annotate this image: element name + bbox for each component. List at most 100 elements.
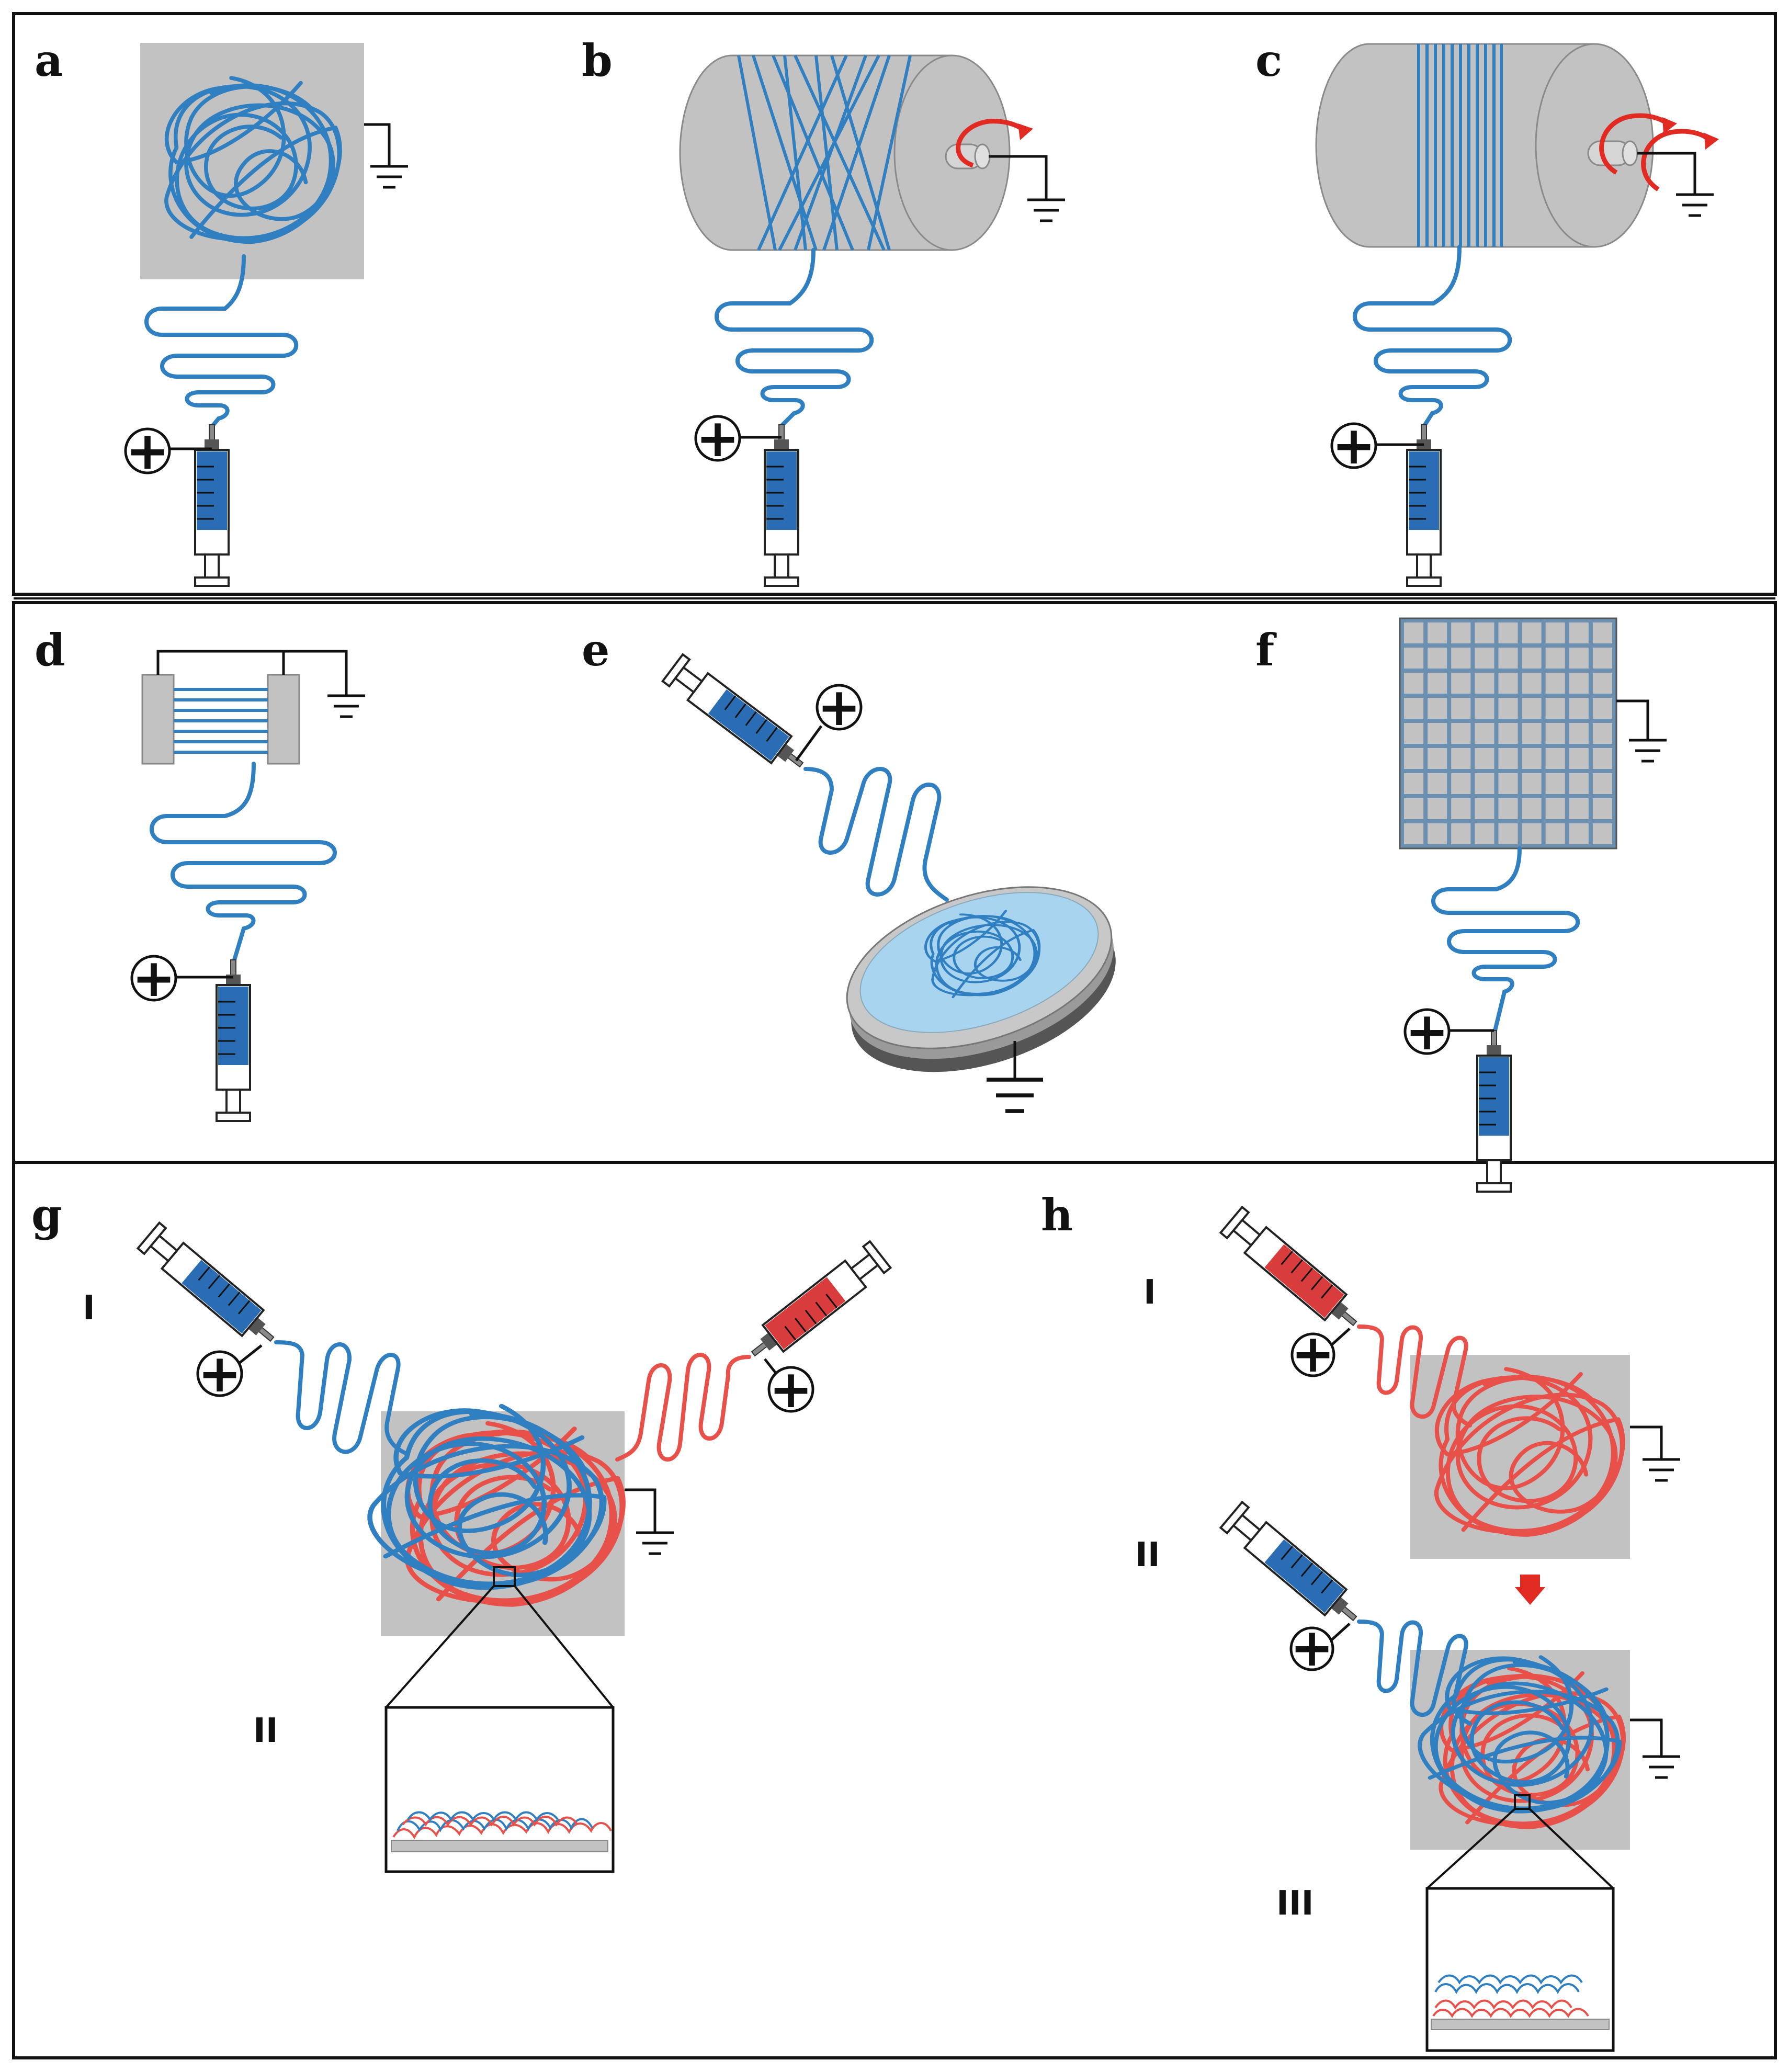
grid-cell [1428, 748, 1447, 769]
grid-cell [1428, 673, 1447, 694]
rotation-arrow-2 [1641, 129, 1712, 191]
grid-cell [1451, 823, 1471, 844]
grid-cell [1498, 698, 1518, 719]
positive-electrode-h1: + [1290, 1323, 1351, 1384]
grid-cell [1545, 698, 1565, 719]
grid-cell [1522, 648, 1542, 669]
step-label-h-3: III [1276, 1884, 1314, 1923]
grid-cell [1475, 773, 1494, 794]
grid-cell [1498, 798, 1518, 819]
plus-sign: + [769, 1358, 813, 1420]
grid-cell [1545, 798, 1565, 819]
plus-sign: + [126, 420, 169, 481]
positive-electrode-b: + [694, 407, 782, 469]
panel-e: e + [582, 624, 1116, 1111]
grid-cell [1404, 773, 1424, 794]
grid-cell [1522, 723, 1542, 744]
fiber-jet-blue [1357, 1620, 1472, 1726]
grid-cell [1475, 748, 1494, 769]
grid-cell [1592, 748, 1612, 769]
fiber-jet [1431, 846, 1580, 1033]
panel-label-g: g [31, 1189, 62, 1241]
ground-symbol-f [1616, 699, 1667, 761]
panel-label-e: e [582, 624, 609, 676]
grid-cell [1498, 648, 1518, 669]
panel-h: h I II III + + [1041, 1189, 1680, 2052]
syringe-h-blue [1219, 1501, 1367, 1633]
flat-collector-h2 [1410, 1650, 1630, 1850]
syringe-c [1406, 424, 1442, 587]
grid-cell [1569, 673, 1589, 694]
panel-label-a: a [35, 35, 63, 86]
grid-cell [1404, 673, 1424, 694]
grid-cell [1592, 648, 1612, 669]
panel-frames [12, 12, 1777, 2059]
panel-b: b [582, 35, 1065, 587]
panel-g: g I II + + [31, 1189, 892, 1873]
grid-cell [1545, 622, 1565, 643]
grid-cell [1545, 748, 1565, 769]
ground-symbol-b [989, 155, 1065, 221]
step-label-h-2: II [1135, 1536, 1160, 1575]
grid-cell [1545, 723, 1565, 744]
fiber-jet [1353, 245, 1512, 427]
panel-label-h: h [1041, 1189, 1073, 1241]
plus-sign: + [132, 947, 176, 1009]
rotation-arrow [956, 119, 1026, 168]
grid-cell [1498, 823, 1518, 844]
panel-label-d: d [35, 624, 65, 676]
grid-cell [1569, 622, 1589, 643]
grid-cell [1451, 622, 1471, 643]
ground-symbol-a [364, 123, 408, 187]
positive-electrode-h2: + [1289, 1617, 1351, 1678]
grid-cell [1498, 773, 1518, 794]
grid-cell [1475, 673, 1494, 694]
syringe-e [661, 653, 813, 779]
grid-cell [1428, 773, 1447, 794]
ground-symbol-c [1637, 152, 1714, 216]
panel-label-f: f [1255, 624, 1277, 676]
grid-cell [1451, 698, 1471, 719]
grid-cell [1592, 773, 1612, 794]
grid-cell [1451, 648, 1471, 669]
grid-cell [1569, 648, 1589, 669]
panel-a: a + [35, 35, 408, 587]
grid-cell [1498, 748, 1518, 769]
grid-cell [1522, 698, 1542, 719]
syringe-b [764, 424, 799, 587]
step-label-g-1: I [83, 1289, 95, 1328]
random-fibers-on-drum [737, 54, 912, 251]
grid-cell [1569, 823, 1589, 844]
grid-cells [1404, 622, 1612, 844]
grid-cell [1545, 648, 1565, 669]
grid-cell [1522, 823, 1542, 844]
grid-cell [1404, 698, 1424, 719]
syringe-h-red [1219, 1206, 1367, 1338]
grid-cell [1569, 723, 1589, 744]
grid-cell [1522, 622, 1542, 643]
panel-label-b: b [582, 35, 613, 86]
plus-sign: + [198, 1343, 242, 1404]
panel-f: f + [1255, 617, 1667, 1193]
grid-cell [1522, 773, 1542, 794]
positive-electrode-f: + [1403, 1001, 1494, 1062]
grid-cell [1569, 773, 1589, 794]
grid-cell [1569, 698, 1589, 719]
grid-cell [1428, 698, 1447, 719]
fiber-jet [803, 767, 949, 902]
step-label-g-2: II [253, 1712, 278, 1750]
grid-cell [1475, 823, 1494, 844]
plus-sign: + [696, 407, 740, 469]
grid-cell [1475, 622, 1494, 643]
grid-cell [1475, 698, 1494, 719]
grid-cell [1451, 773, 1471, 794]
grid-cell [1475, 798, 1494, 819]
patterned-grid-collector [1399, 617, 1617, 850]
ground-symbol-h2 [1630, 1718, 1680, 1777]
plus-sign: + [1291, 1323, 1335, 1384]
sequence-arrow [1520, 1575, 1540, 1587]
grid-cell [1522, 673, 1542, 694]
grid-cell [1498, 622, 1518, 643]
grid-cell [1545, 823, 1565, 844]
step-label-h-1: I [1143, 1273, 1156, 1312]
